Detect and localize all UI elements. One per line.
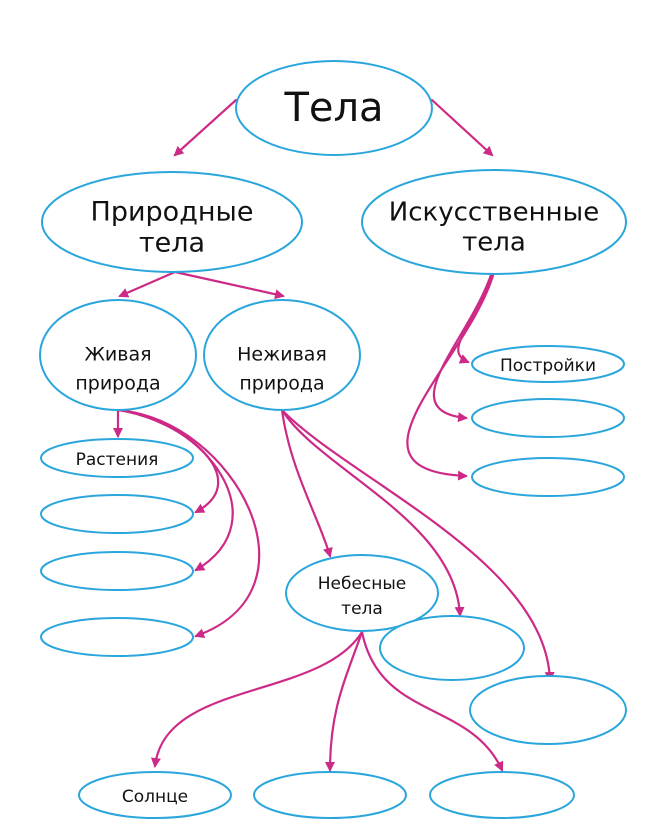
arrow-nonliving-to-celestial <box>280 408 333 558</box>
node-celestial-oval <box>285 554 439 632</box>
arrow-celestial-to-blank-1 <box>325 630 364 772</box>
node-sun: Солнце <box>78 771 232 819</box>
arrow-artificial-to-blank-2 <box>406 270 496 481</box>
node-nonliving: Неживая природа <box>203 299 361 411</box>
node-sun-oval <box>78 771 232 819</box>
node-plants-oval <box>40 438 194 478</box>
node-living-label-line1: Живая <box>84 344 151 366</box>
node-natural-label-line2: тела <box>139 228 205 259</box>
node-celestial-blank-2 <box>429 771 575 819</box>
node-plants-label: Растения <box>76 450 159 470</box>
arrow-natural-to-nonliving <box>173 270 285 300</box>
arrow-living-to-blank-2 <box>116 408 234 572</box>
arrow-bodies-to-natural <box>173 98 238 157</box>
node-nonliving-label-line1: Неживая <box>237 344 327 366</box>
arrow-celestial-to-blank-2 <box>360 630 504 772</box>
node-bodies-label: Тела <box>283 85 383 131</box>
node-natural: Природные тела <box>41 171 303 273</box>
node-celestial-blank-1 <box>253 771 407 819</box>
node-natural-oval <box>41 171 303 273</box>
node-buildings-label: Постройки <box>500 356 596 376</box>
node-natural-label-line1: Природные <box>91 197 254 228</box>
arrow-celestial-to-sun <box>150 630 364 768</box>
arrow-nonliving-to-blank-2 <box>280 408 555 682</box>
node-living-label-line2: природа <box>75 373 160 395</box>
node-sun-label: Солнце <box>122 787 188 807</box>
node-living-blank-2 <box>40 551 194 591</box>
node-celestial-label-line1: Небесные <box>318 574 407 594</box>
node-buildings-oval <box>471 345 625 383</box>
node-nonliving-blank-1 <box>379 615 525 681</box>
node-artificial-oval <box>361 169 627 275</box>
node-celestial: Небесные тела <box>285 554 439 632</box>
node-nonliving-blank-2 <box>469 675 627 745</box>
arrow-living-to-blank-3 <box>116 408 261 639</box>
arrow-nonliving-to-blank-1 <box>280 408 465 617</box>
node-living: Живая природа <box>39 299 197 411</box>
node-artificial-label-line2: тела <box>462 228 526 258</box>
node-artificial-label-line1: Искусственные <box>389 198 599 228</box>
arrow-artificial-to-blank-1 <box>432 270 494 423</box>
node-living-blank-3 <box>40 617 194 657</box>
node-living-blank-1 <box>40 494 194 534</box>
node-artificial-blank-1 <box>471 398 625 438</box>
node-nonliving-oval <box>203 299 361 411</box>
node-celestial-label-line2: тела <box>341 599 383 619</box>
node-bodies-oval <box>235 60 433 156</box>
node-plants: Растения <box>40 438 194 478</box>
arrow-bodies-to-artificial <box>430 98 494 157</box>
node-bodies: Тела <box>235 60 433 156</box>
node-artificial-blank-2 <box>471 457 625 497</box>
node-nonliving-label-line2: природа <box>239 373 324 395</box>
node-living-oval <box>39 299 197 411</box>
node-artificial: Искусственные тела <box>361 169 627 275</box>
node-buildings: Постройки <box>471 345 625 383</box>
arrow-natural-to-living <box>118 270 177 298</box>
arrows <box>113 98 555 772</box>
